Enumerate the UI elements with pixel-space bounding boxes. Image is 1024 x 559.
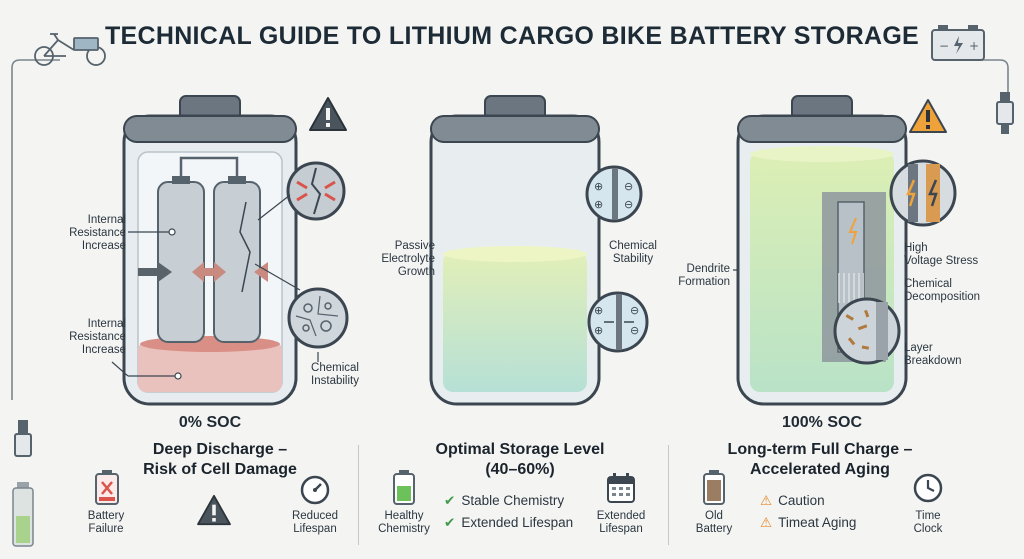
callout-text: Layer Breakdown [904,342,962,367]
callout-chemical-decomposition: Chemical Decomposition [904,278,1004,304]
svg-text:⊕: ⊕ [594,324,603,337]
magnifier-crack [286,161,346,221]
svg-text:⊕: ⊕ [594,304,603,317]
footer-extended-lifespan: Extended Lifespan [596,510,646,535]
svg-text:⊕: ⊕ [594,180,603,193]
soc-label-100: 100% SOC [781,414,863,431]
heading-full-charge: Long-term Full Charge – Accelerated Agin… [727,441,913,478]
car-battery-icon: − + [931,25,985,61]
callout-internal-resistance-2: Internal Resistance Increase [40,318,126,357]
usb-plug-icon [996,92,1014,134]
callout-layer-breakdown: Layer Breakdown [904,342,1004,368]
callout-text: Passive Electrolyte Growth [381,240,435,278]
footer-reduced-lifespan: Reduced Lifespan [291,510,339,535]
callout-chemical-instability: Chemical Instability [295,362,375,388]
magnifier-stability-2: ⊕ ⊖ ⊕ ⊖ [587,291,649,353]
cargo-bike-icon [34,33,106,66]
old-battery-icon [703,470,725,505]
callout-chemical-stability: Chemical Stability [598,240,668,266]
calendar-icon [607,473,635,503]
svg-text:⊖: ⊖ [624,198,633,211]
warning-icon [197,494,231,526]
battery-failure-icon [95,470,119,505]
warning-item-caution: ⚠Caution [760,493,825,508]
footer-old-battery: Old Battery [695,510,733,535]
check-item-stable: ✔Stable Chemistry [444,493,565,508]
warning-item-aging: ⚠Timeat Aging [760,515,857,530]
warning-icon [909,99,947,133]
callout-high-voltage-stress: High Voltage Stress [904,242,1004,268]
footer-battery-failure: Battery Failure [87,510,125,535]
gauge-icon [300,475,330,505]
callout-passive-electrolyte: Passive Electrolyte Growth [345,240,435,279]
magnifier-voltage-stress [889,159,957,227]
svg-text:⊖: ⊖ [630,304,639,317]
callout-text: Chemical Decomposition [904,278,981,303]
callout-text: Internal Resistance Increase [69,214,126,252]
healthy-battery-icon [393,470,415,505]
callout-text: Chemical Stability [609,240,657,265]
svg-text:−: − [939,39,949,53]
battery-optimal [429,95,601,406]
divider [358,445,359,545]
heading-deep-discharge: Deep Discharge – Risk of Cell Damage [143,441,297,478]
svg-text:⊖: ⊖ [630,324,639,337]
check-item-extended: ✔Extended Lifespan [444,515,574,530]
soc-label-0: 0% SOC [178,414,242,431]
magnifier-instability [287,287,349,349]
callout-internal-resistance-1: Internal Resistance Increase [40,214,126,253]
svg-text:⊕: ⊕ [594,198,603,211]
page-title: TECHNICAL GUIDE TO LITHIUM CARGO BIKE BA… [104,22,920,50]
footer-healthy-chemistry: Healthy Chemistry [378,510,430,535]
warning-icon [309,97,347,131]
heading-optimal: Optimal Storage Level (40–60%) [435,441,605,478]
callout-text: Chemical Instability [311,362,359,387]
magnifier-layer-breakdown [833,297,901,365]
callout-text: Dendrite Formation [678,263,730,288]
battery-0-soc [122,95,298,406]
svg-text:⊖: ⊖ [624,180,633,193]
callout-dendrite-formation: Dendrite Formation [650,263,730,289]
footer-time-clock: Time Clock [913,510,943,535]
magnifier-stability-1: ⊕ ⊖ ⊕ ⊖ [585,165,643,223]
callout-text: High Voltage Stress [904,242,979,267]
battery-icon [12,420,34,547]
svg-text:+: + [969,39,979,53]
callout-text: Internal Resistance Increase [69,318,126,356]
divider [668,445,669,545]
clock-icon [913,473,943,503]
